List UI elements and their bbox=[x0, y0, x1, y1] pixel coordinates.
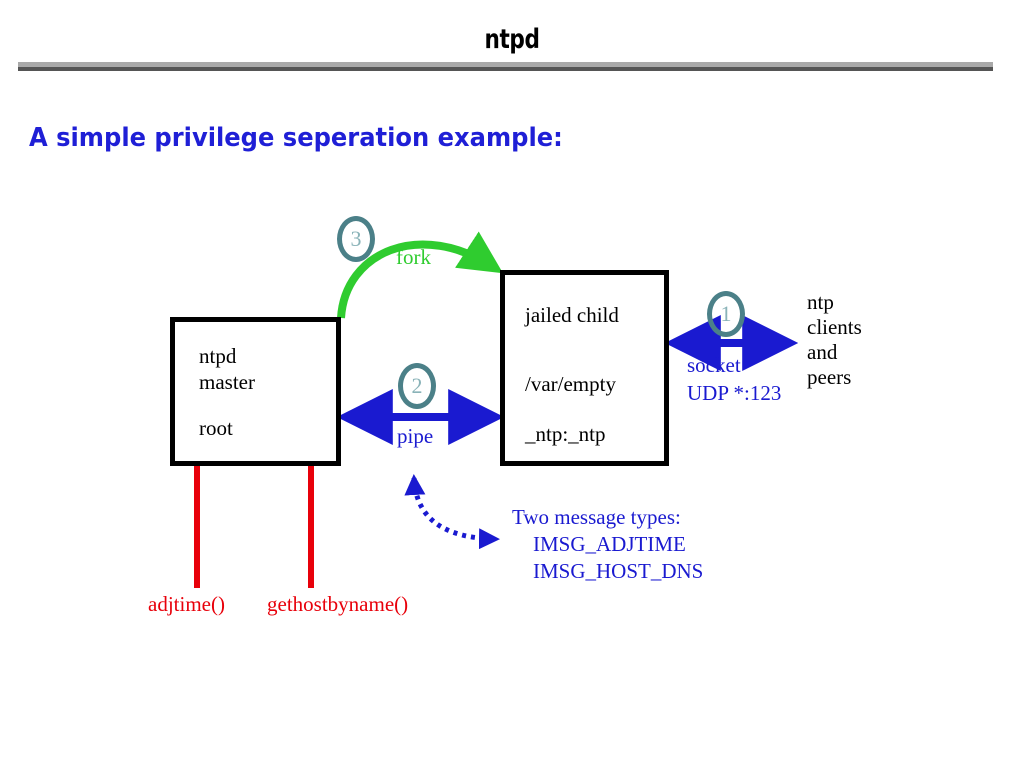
ntp-clients-label: ntp clients and peers bbox=[807, 290, 862, 390]
ntp-clients-line-4: peers bbox=[807, 365, 852, 389]
title-divider-light bbox=[18, 62, 993, 67]
gethostbyname-label: gethostbyname() bbox=[267, 592, 409, 616]
step-marker-2: 2 bbox=[398, 363, 436, 409]
step-marker-1: 1 bbox=[707, 291, 745, 337]
ntpd-master-box: ntpd master root bbox=[170, 317, 341, 466]
adjtime-label: adjtime() bbox=[148, 592, 225, 616]
step-marker-3: 3 bbox=[337, 216, 375, 262]
slide-subtitle: A simple privilege seperation example: bbox=[29, 123, 563, 153]
message-types-heading: Two message types: bbox=[512, 505, 681, 529]
master-box-line-1: ntpd bbox=[199, 344, 237, 368]
message-type-imsg-adjtime: IMSG_ADJTIME bbox=[533, 532, 686, 556]
page-title: ntpd bbox=[484, 24, 540, 55]
message-types-callout: Two message types: IMSG_ADJTIME IMSG_HOS… bbox=[512, 504, 703, 585]
fork-label: fork bbox=[396, 245, 431, 269]
message-type-imsg-host-dns: IMSG_HOST_DNS bbox=[533, 559, 704, 583]
message-callout-arrow bbox=[404, 474, 500, 550]
child-box-line-2: /var/empty bbox=[525, 372, 616, 396]
title-divider bbox=[18, 62, 993, 71]
child-box-line-3: _ntp:_ntp bbox=[525, 422, 606, 446]
ntp-clients-line-2: clients bbox=[807, 315, 862, 339]
socket-detail-label: UDP *:123 bbox=[687, 381, 782, 405]
socket-label: socket bbox=[687, 353, 741, 377]
fork-arrow bbox=[337, 231, 504, 319]
pipe-label: pipe bbox=[397, 424, 434, 448]
master-box-line-3: root bbox=[199, 416, 233, 440]
child-box-line-1: jailed child bbox=[525, 303, 619, 327]
ntp-clients-line-1: ntp bbox=[807, 290, 834, 314]
title-divider-dark bbox=[18, 67, 993, 71]
ntp-clients-line-3: and bbox=[807, 340, 838, 364]
master-box-line-2: master bbox=[199, 370, 255, 394]
jailed-child-box: jailed child /var/empty _ntp:_ntp bbox=[500, 270, 669, 466]
